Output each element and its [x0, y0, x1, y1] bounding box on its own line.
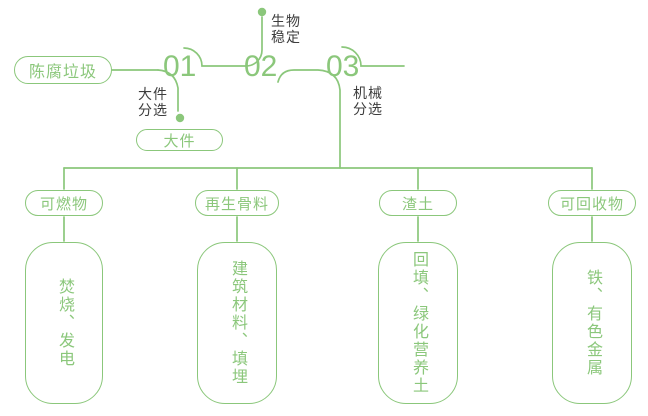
step-label-line: 大件	[138, 86, 168, 102]
category-label: 可回收物	[559, 195, 624, 213]
flow-line-02-03	[277, 69, 341, 169]
step-number-02: 02	[244, 50, 278, 83]
large-item-node: 大件	[136, 129, 223, 151]
detail-box-recycled-aggregate: 建筑材料、填埋	[197, 242, 277, 404]
source-node-label: 陈腐垃圾	[28, 64, 97, 81]
detail-text: 回填、绿化营养土	[410, 251, 427, 395]
step-label-line: 分选	[138, 102, 168, 118]
detail-box-slag-soil: 回填、绿化营养土	[378, 242, 458, 404]
step-label-line: 生物	[271, 13, 301, 29]
step-label-line: 分选	[353, 101, 383, 117]
category-label: 渣土	[401, 195, 434, 213]
step-number-01: 01	[163, 50, 197, 83]
step-label-mechanical-sorting: 机械 分选	[353, 85, 383, 117]
source-node: 陈腐垃圾	[14, 56, 112, 84]
step-label-bulky-sorting: 大件 分选	[138, 86, 168, 118]
category-node-burnable: 可燃物	[25, 190, 103, 216]
category-node-slag-soil: 渣土	[379, 190, 457, 216]
flow-line-03-exit	[341, 46, 405, 67]
category-label: 可燃物	[39, 195, 88, 213]
detail-text: 焚烧、发电	[56, 278, 73, 368]
bio-endpoint-dot	[257, 7, 267, 17]
step-label-line: 稳定	[271, 29, 301, 45]
detail-box-recyclable: 铁、有色金属	[552, 242, 632, 404]
flow-line-large-item-drop	[157, 69, 179, 112]
step-label-line: 机械	[353, 85, 383, 101]
large-item-node-label: 大件	[163, 132, 196, 150]
large-item-endpoint-dot	[175, 113, 185, 123]
category-label: 再生骨料	[204, 195, 269, 213]
detail-box-burnable: 焚烧、发电	[25, 242, 103, 404]
step-label-bio-stabilization: 生物 稳定	[271, 13, 301, 45]
detail-text: 铁、有色金属	[584, 269, 601, 377]
flow-line-01-02	[183, 16, 263, 67]
step-number-03: 03	[326, 50, 360, 83]
category-node-recycled-aggregate: 再生骨料	[195, 190, 279, 216]
detail-text: 建筑材料、填埋	[229, 260, 246, 386]
category-node-recyclable: 可回收物	[548, 190, 636, 216]
